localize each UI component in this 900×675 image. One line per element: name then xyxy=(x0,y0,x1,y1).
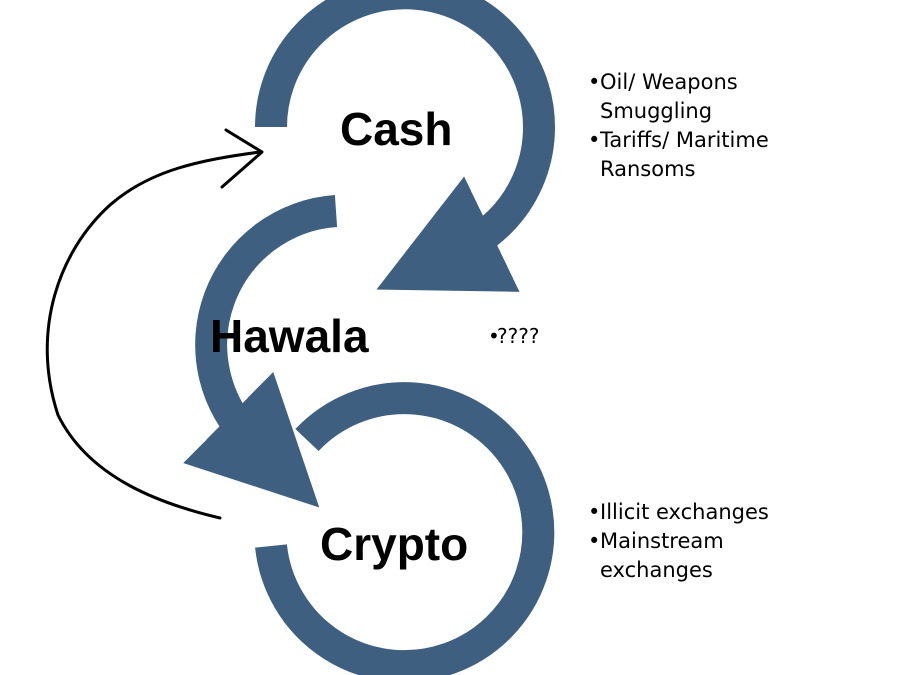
note-item: ???? xyxy=(488,322,608,351)
cash-label: Cash xyxy=(340,103,453,155)
crypto-to-cash-return-arrow xyxy=(45,150,262,520)
note-item: Illicit exchanges xyxy=(588,498,818,527)
note-item: Mainstream exchanges xyxy=(588,527,818,585)
cash-notes: Oil/ Weapons Smuggling Tariffs/ Maritime… xyxy=(588,68,818,184)
crypto-label: Crypto xyxy=(320,518,469,570)
return-arrowhead-icon xyxy=(220,128,264,189)
hawala-notes: ???? xyxy=(488,322,608,351)
crypto-notes: Illicit exchanges Mainstream exchanges xyxy=(588,498,818,585)
cash-cycle-arrow xyxy=(255,0,555,292)
hawala-label: Hawala xyxy=(210,310,369,362)
crypto-cycle-arrow xyxy=(255,382,555,675)
note-item: Oil/ Weapons Smuggling xyxy=(588,68,818,126)
note-item: Tariffs/ Maritime Ransoms xyxy=(588,126,818,184)
hawala-cycle-arrow xyxy=(183,195,338,508)
